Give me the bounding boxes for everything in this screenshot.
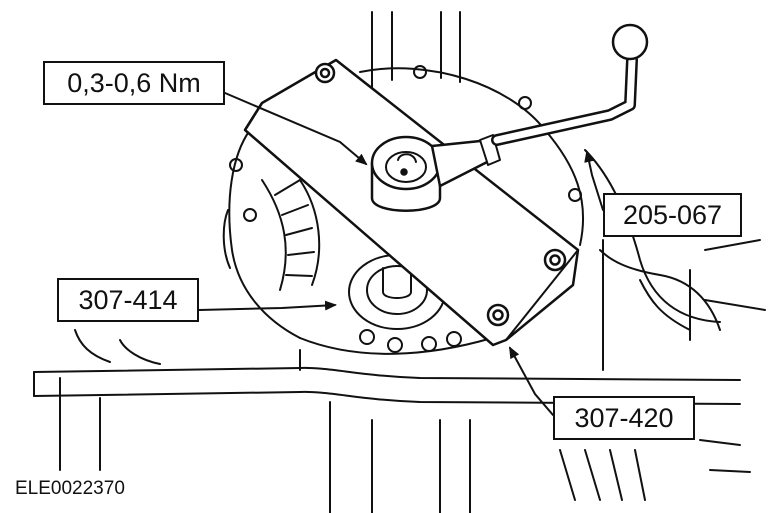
special-tool-205-067-torque-gauge bbox=[370, 23, 649, 212]
callout-torque-spec: 0,3-0,6 Nm bbox=[43, 61, 225, 105]
callout-tool-307-414: 307-414 bbox=[57, 278, 199, 322]
leader-205-067 bbox=[584, 150, 604, 211]
callout-tool-307-420: 307-420 bbox=[553, 396, 695, 440]
callout-tool-205-067: 205-067 bbox=[603, 193, 742, 237]
callout-torque-text: 0,3-0,6 Nm bbox=[67, 67, 201, 98]
leader-307-420 bbox=[509, 346, 554, 416]
figure-reference-id: ELE0022370 bbox=[15, 478, 125, 499]
callout-leader-lines bbox=[198, 92, 604, 416]
leader-307-414 bbox=[198, 300, 337, 311]
leader-torque bbox=[224, 92, 368, 166]
callout-307-420-text: 307-420 bbox=[574, 402, 674, 433]
callout-205-067-text: 205-067 bbox=[622, 199, 723, 230]
callout-307-414-text: 307-414 bbox=[78, 284, 178, 315]
